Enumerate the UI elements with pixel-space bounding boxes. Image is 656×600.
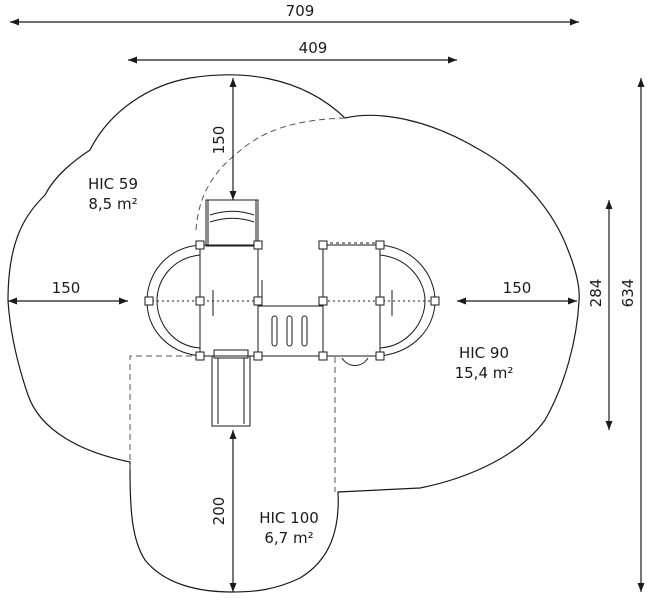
hic59-height-label: HIC 59 [88, 175, 138, 193]
hic100-height-label: HIC 100 [259, 509, 319, 527]
hic59-zone-boundary [195, 117, 346, 231]
hic59-area-label: 8,5 m² [88, 195, 137, 213]
overall-depth-label: 634 [619, 279, 637, 308]
left-clearance-label: 150 [52, 279, 81, 297]
dimension-lines [8, 18, 645, 592]
safety-zone-outline [7, 74, 580, 593]
equipment-depth-label: 284 [587, 279, 605, 308]
hic90-height-label: HIC 90 [459, 344, 509, 362]
support-posts [144, 240, 440, 361]
overall-width-label: 709 [286, 2, 315, 20]
right-clearance-label: 150 [503, 279, 532, 297]
top-clearance-label: 150 [210, 126, 228, 155]
inner-width-label: 409 [299, 39, 328, 57]
climbing-ladder [205, 199, 259, 247]
slide [211, 349, 251, 427]
connecting-bridge [257, 280, 324, 357]
bottom-clearance-label: 200 [210, 497, 228, 526]
hic90-area-label: 15,4 m² [455, 364, 514, 382]
hic100-area-label: 6,7 m² [264, 529, 313, 547]
